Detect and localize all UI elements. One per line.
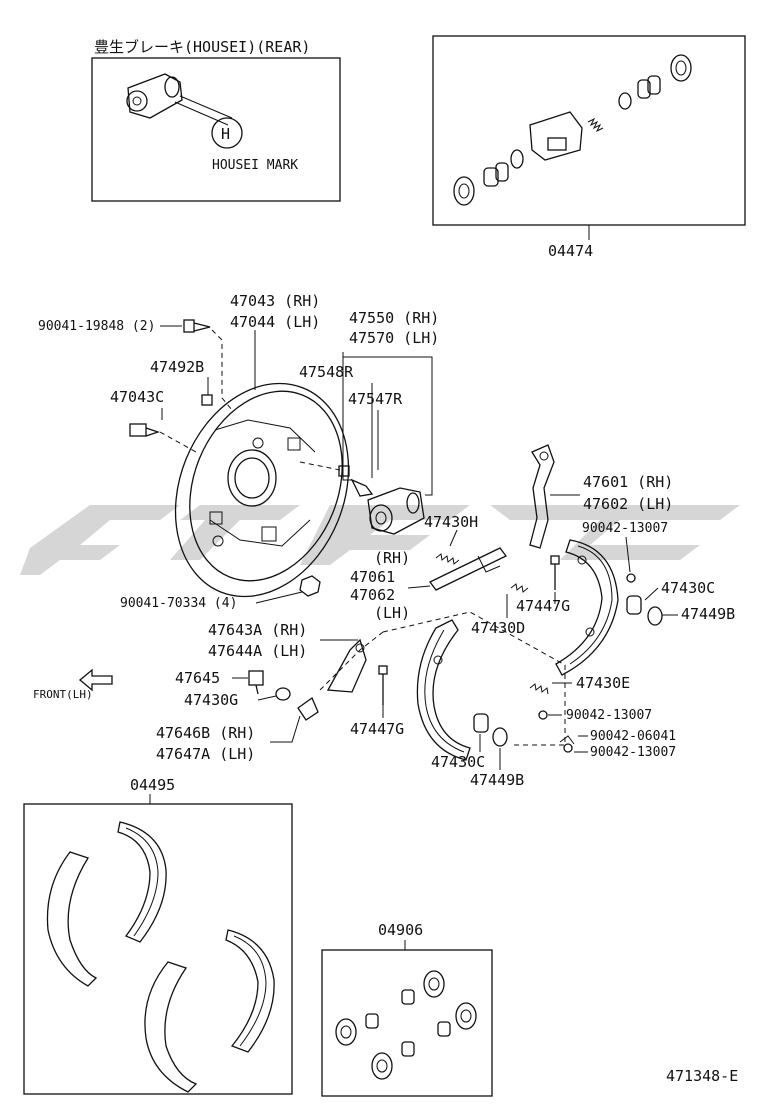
backing-plate [174, 382, 350, 598]
part-47646b-label: 47646B (RH) [156, 724, 255, 742]
wheel-cylinder-rh-label: 47550 (RH) [349, 309, 439, 327]
pin-47447g-right-label: 47447G [516, 597, 570, 615]
spring-47430g-part [275, 687, 291, 701]
part-47449b-bottom-label: 47449B [470, 771, 524, 789]
parking-lever-rh-label: 47601 (RH) [583, 473, 673, 491]
part-90042-06041-label: 90042-06041 [590, 729, 676, 744]
part-90042-06041-shape [559, 735, 575, 745]
shoe-kit-number: 04495 [130, 776, 175, 794]
cylinder-bracket [342, 352, 433, 496]
part-47547r-label: 47547R [348, 390, 403, 408]
housei-cylinder-illustration [126, 73, 233, 126]
washer-90042-mid-label: 90042-13007 [566, 708, 652, 723]
spring-47430h-label: 47430H [424, 513, 478, 531]
adjuster-lever [326, 638, 367, 693]
part-47647a-label: 47647A (LH) [156, 745, 255, 763]
housei-title: 豊生ブレーキ(HOUSEI)(REAR) [94, 38, 310, 56]
bolt-90041-19848-part [183, 319, 211, 333]
wheel-cylinder-lh-label: 47570 (LH) [349, 329, 439, 347]
leader-47430g [257, 695, 277, 701]
plug-47492b-label: 47492B [150, 358, 204, 376]
housei-mark-label: HOUSEI MARK [212, 158, 298, 173]
washer-mid-part [538, 710, 548, 720]
wheel-cylinder-kit-number: 04474 [548, 242, 593, 260]
pin-47447g-center [378, 665, 388, 705]
wheel-cylinder-kit-box [432, 35, 746, 226]
leader-47043c-dashed [159, 431, 197, 453]
leader-47646b [270, 715, 301, 743]
washer-90042-bottom-label: 90042-13007 [590, 745, 676, 760]
backing-plate-lh-label: 47044 (LH) [230, 313, 320, 331]
plug-47492b-part [201, 394, 213, 406]
pin-47646b-part [297, 697, 319, 721]
spring-47430c-right [626, 595, 642, 615]
part-47043c-label: 47043C [110, 388, 164, 406]
part-47430c-bottom-label: 47430C [431, 753, 485, 771]
strut-lh-tag: (LH) [374, 604, 410, 622]
cylinder-bracket-left [342, 357, 352, 481]
shoe-kit-parts [46, 821, 275, 1093]
dashed-outline-left [319, 631, 384, 691]
cup-kit-number: 04906 [378, 921, 423, 939]
pin-47447g-right [550, 555, 560, 590]
pin-47645-part [248, 670, 264, 695]
right-brake-shoe [555, 539, 619, 676]
part-47645-label: 47645 [175, 669, 220, 687]
wheel-cylinder-kit-parts [453, 54, 692, 206]
housei-inset-box [91, 57, 341, 202]
bleeder-cap [338, 465, 350, 477]
leader-bolt-dashed [211, 329, 233, 411]
part-47043c-part [129, 423, 161, 437]
front-lh-label: FRONT(LH) [33, 688, 93, 701]
watermark-logo [20, 505, 740, 575]
front-arrow-icon [78, 668, 113, 692]
leader-bolt-70334 [255, 591, 303, 604]
dashed-outline-upper [382, 611, 566, 746]
backing-plate-rh-label: 47043 (RH) [230, 292, 320, 310]
bleeder-screw [350, 478, 374, 497]
cap-47449b-right [647, 606, 663, 626]
cap-47449b-bottom [492, 727, 508, 747]
leader-47430c-right [644, 587, 659, 601]
bolt-90041-70334-part [299, 575, 321, 597]
shoe-kit-box [23, 803, 293, 1095]
housei-mark-icon: H [211, 117, 243, 149]
diagram-code: 471348-E [666, 1067, 738, 1085]
spring-47430h-part [435, 553, 460, 565]
housei-mark-glyph: H [221, 125, 230, 143]
washer-bottom-part [563, 743, 573, 753]
bolt-90041-70334-label: 90041-70334 (4) [120, 596, 237, 611]
leader-47430h [449, 529, 458, 547]
wheel-cylinder [367, 487, 425, 535]
adjuster-rh-label: 47643A (RH) [208, 621, 307, 639]
leader-strut [407, 585, 431, 589]
pin-47447g-center-label: 47447G [350, 720, 404, 738]
strut-lh-label: 47062 [350, 586, 395, 604]
spring-47430d-part [510, 583, 529, 593]
spring-47430c-bottom [473, 713, 489, 733]
parking-brake-strut [429, 547, 507, 591]
part-47430g-label: 47430G [184, 691, 238, 709]
part-47548r-label: 47548R [299, 363, 354, 381]
washer-top-part [626, 573, 636, 583]
part-47430c-right-label: 47430C [661, 579, 715, 597]
parking-lever-lh-label: 47602 (LH) [583, 495, 673, 513]
spring-47430e-part [529, 683, 549, 695]
part-47449b-right-label: 47449B [681, 605, 735, 623]
strut-rh-tag: (RH) [374, 549, 410, 567]
bolt-90041-19848-label: 90041-19848 (2) [38, 319, 155, 334]
parking-brake-lever [529, 444, 555, 549]
cup-kit-parts [335, 970, 477, 1080]
leader-washer-top [625, 536, 631, 573]
strut-rh-label: 47061 [350, 568, 395, 586]
washer-90042-top-label: 90042-13007 [582, 521, 668, 536]
adjuster-lh-label: 47644A (LH) [208, 642, 307, 660]
spring-47430e-label: 47430E [576, 674, 630, 692]
left-brake-shoe [416, 619, 471, 761]
cup-kit-box [321, 949, 493, 1097]
